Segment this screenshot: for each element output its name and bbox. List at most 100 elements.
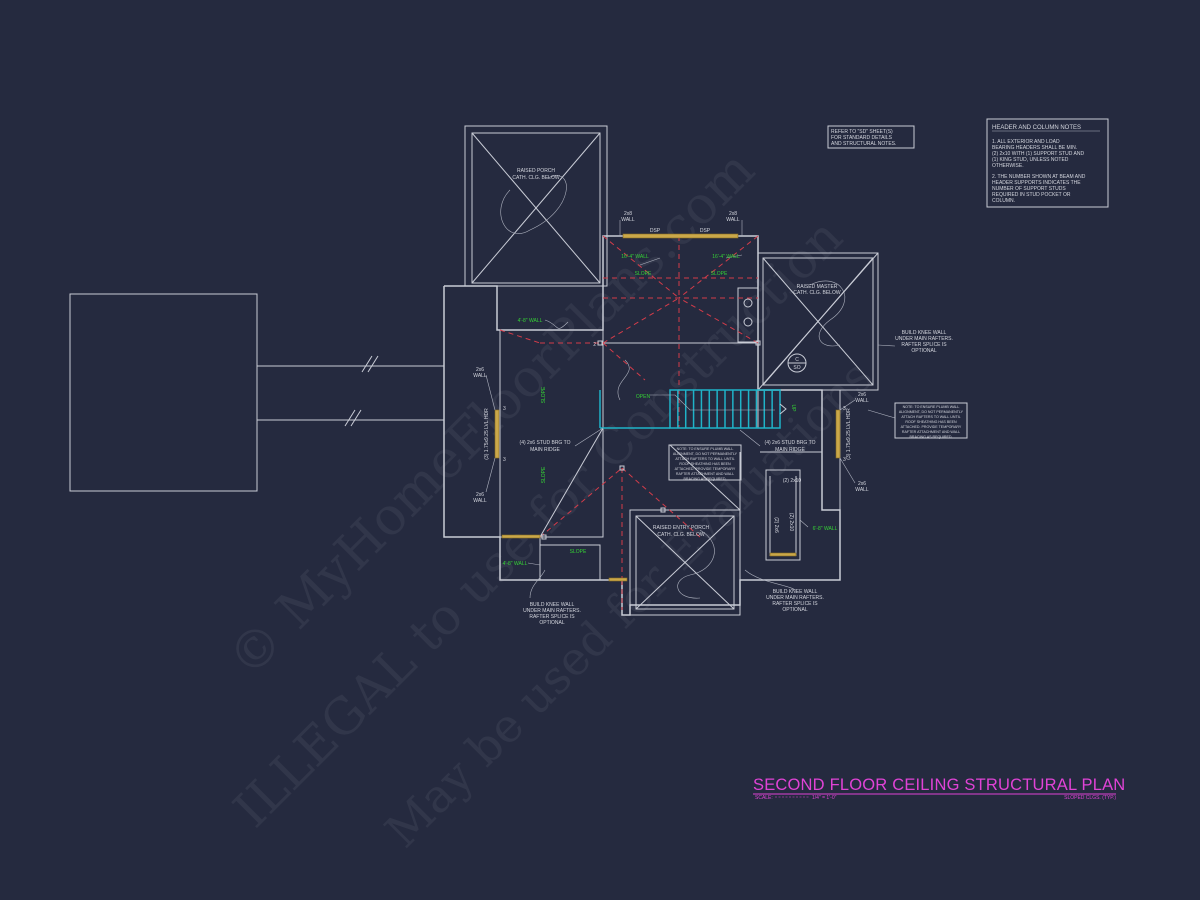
raised-porch-label: RAISED PORCH CATH. CLG. BELOW: [512, 168, 559, 181]
slope-bottom: SLOPE: [570, 549, 587, 555]
rear-porch: [464, 125, 608, 287]
note2-line1: 2. THE NUMBER SHOWN AT BEAM AND: [992, 174, 1086, 180]
notes-heading: HEADER AND COLUMN NOTES: [992, 125, 1081, 131]
plumb-center-7: BRACING AS REQUIRED.: [684, 477, 727, 481]
post-marker: [597, 340, 603, 346]
stud-brg-left-2: MAIN RIDGE: [530, 447, 560, 453]
slope-top-right: SLOPE: [711, 271, 728, 277]
bottom-left-header: [501, 534, 541, 539]
raised-master-label-1: RAISED MASTER: [797, 284, 838, 290]
lvl-header-left: (3) 1.75x9.25 LVL HDR: [484, 408, 490, 460]
knee-right-top-3: RAFTER SPLICE IS: [901, 342, 947, 348]
refer-note-3: AND STRUCTURAL NOTES.: [831, 141, 896, 147]
break-line-bottom: [344, 409, 362, 427]
top-header-dsp: [622, 233, 739, 239]
raised-entry-label-1: RAISED ENTRY PORCH: [653, 525, 710, 531]
wall-16-4-right: 16'-4" WALL: [712, 254, 740, 260]
wall-4-8-bottom: 4'-8" WALL: [503, 561, 528, 567]
note2-line3: NUMBER OF SUPPORT STUDS: [992, 186, 1066, 192]
stud-brg-right-1: (4) 2x6 STUD BRG TO: [765, 440, 816, 446]
stud-count-3-left-top: 3: [503, 406, 506, 412]
wall-2x6-4b: WALL: [855, 487, 869, 493]
garage-outline: [69, 293, 258, 492]
note2-line5: COLUMN.: [992, 198, 1015, 204]
dsp-right: DSP: [700, 228, 711, 234]
plumb-right-6: RAFTER ATTACHMENT AND WALL: [902, 430, 960, 434]
column-c: C: [795, 357, 799, 363]
washer-icon: [743, 298, 753, 308]
wall-2x6-2a: 2x6: [476, 492, 484, 498]
stud-count-3-right-bottom: 3: [843, 457, 846, 463]
note2-line2: HEADER SUPPORTS INDICATES THE: [992, 180, 1081, 186]
plumb-right-3: ATTACH RAFTERS TO WALL UNTIL: [901, 415, 960, 419]
ridge-lines: [499, 235, 759, 610]
plumb-center-2: ALIGNMENT, DO NOT PERMANENTLY: [673, 452, 738, 456]
watermark-line2: ILLEGAL to use for Construction: [222, 207, 853, 838]
wall-6-8: 6'-8" WALL: [813, 526, 838, 532]
slope-left: SLOPE: [541, 386, 547, 403]
knee-right-top-2: UNDER MAIN RAFTERS.: [895, 336, 953, 342]
plumb-right-4: ROOF SHEATHING HAS BEEN: [905, 420, 957, 424]
note1-line1: 1. ALL EXTERIOR AND LOAD: [992, 139, 1060, 145]
refer-note-2: FOR STANDARD DETAILS: [831, 135, 893, 141]
drawing-title: SECOND FLOOR CEILING STRUCTURAL PLAN: [753, 776, 1125, 794]
plumb-center-3: ATTACH RAFTERS TO WALL UNTIL: [675, 457, 734, 461]
knee-right-bottom-2: UNDER MAIN RAFTERS.: [766, 595, 824, 601]
knee-left-bottom-2: UNDER MAIN RAFTERS.: [523, 608, 581, 614]
knee-right-bottom-1: BUILD KNEE WALL: [773, 589, 818, 595]
wall-2x8-right-2: WALL: [726, 217, 740, 223]
wall-2x6-1b: WALL: [473, 373, 487, 379]
stud-count-3-right-top: 3: [843, 406, 846, 412]
wall-2x8-right-1: 2x8: [729, 211, 737, 217]
plumb-note-center: NOTE: TO ENSURE PLUMB WALL ALIGNMENT, DO…: [668, 444, 742, 481]
plumb-center-5: ATTACHED. PROVIDE TEMPORARY: [675, 467, 736, 471]
stair-up-label: UP: [790, 405, 796, 413]
refer-note: REFER TO "SD" SHEET(S) FOR STANDARD DETA…: [827, 125, 915, 149]
plumb-right-5: ATTACHED. PROVIDE TEMPORARY: [901, 425, 962, 429]
scale-value: 1/4" = 1'-0": [812, 795, 837, 801]
plumb-center-4: ROOF SHEATHING HAS BEEN: [679, 462, 731, 466]
raised-entry-label: RAISED ENTRY PORCH CATH. CLG. BELOW: [653, 525, 710, 538]
roof-hip-lines: [539, 252, 879, 538]
breezeway: [257, 355, 444, 427]
stair-arrow-icon: [779, 403, 787, 415]
note1-line4: (1) KING STUD, UNLESS NOTED: [992, 157, 1069, 163]
raised-master-label: RAISED MASTER CATH. CLG. BELOW: [793, 284, 840, 296]
wall-2x6-2b: WALL: [473, 498, 487, 504]
header-2x10-b: (2) 2x10: [788, 513, 794, 532]
washer-dryer: [737, 287, 759, 343]
knee-left-bottom-3: RAFTER SPLICE IS: [529, 614, 575, 620]
left-lvl-header: [494, 409, 500, 459]
raised-entry-porch: [629, 509, 741, 616]
plumb-center-6: RAFTER ATTACHMENT AND WALL: [676, 472, 734, 476]
note1-line2: BEARING HEADERS SHALL BE MIN.: [992, 145, 1077, 151]
stud-brg-right-2: MAIN RIDGE: [775, 447, 805, 453]
header-2x10: (2) 2x10: [783, 478, 802, 484]
knee-right-bottom-3: RAFTER SPLICE IS: [772, 601, 818, 607]
raised-entry-label-2: CATH. CLG. BELOW: [657, 532, 704, 538]
wall-2x6-3a: 2x6: [858, 392, 866, 398]
slope-left-lower: SLOPE: [541, 466, 547, 483]
break-line-top: [361, 355, 379, 373]
entry-header: [608, 577, 628, 582]
closet-header: [769, 552, 797, 557]
knee-right-top-4: OPTIONAL: [911, 348, 937, 354]
right-lvl-header: [835, 409, 841, 459]
note1-line3: (2) 2x10 WITH (1) SUPPORT STUD AND: [992, 151, 1084, 157]
wall-2x6-4a: 2x6: [858, 481, 866, 487]
wall-2x6-3b: WALL: [855, 398, 869, 404]
post-marker: [619, 465, 625, 471]
wall-2x8-left-1: 2x8: [624, 211, 632, 217]
header-column-notes: HEADER AND COLUMN NOTES 1. ALL EXTERIOR …: [986, 118, 1109, 208]
stud-brg-left-1: (4) 2x6 STUD BRG TO: [520, 440, 571, 446]
knee-left-bottom-4: OPTIONAL: [539, 620, 565, 626]
note1-line5: OTHERWISE.: [992, 163, 1024, 169]
post-marker: [755, 340, 761, 346]
title-block: SECOND FLOOR CEILING STRUCTURAL PLAN SCA…: [753, 776, 1125, 801]
note2-line4: REQUIRED IN STUD POCKET OR: [992, 192, 1071, 198]
dsp-left: DSP: [650, 228, 661, 234]
plumb-right-7: BRACING AS REQUIRED.: [910, 435, 953, 439]
plumb-right-1: NOTE: TO ENSURE PLUMB WALL: [903, 405, 960, 409]
knee-right-bottom-4: OPTIONAL: [782, 607, 808, 613]
